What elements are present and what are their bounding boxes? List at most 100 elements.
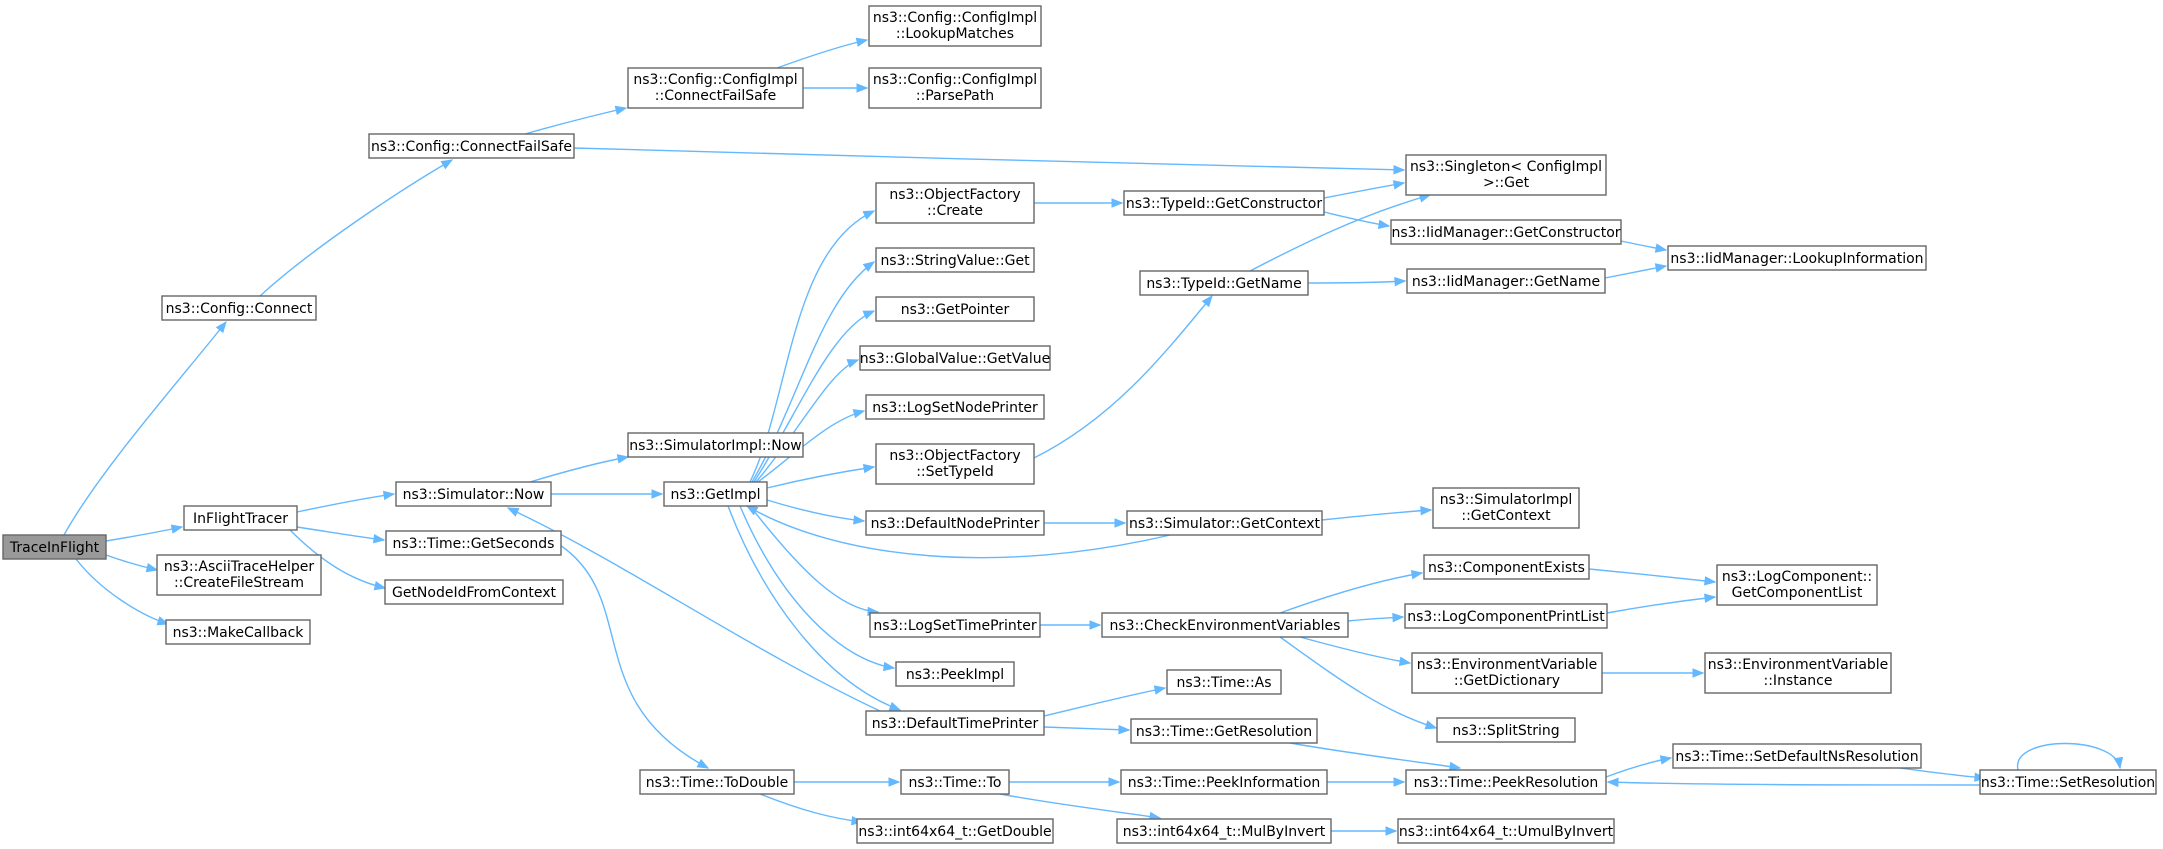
node-getnodeidfromcontext[interactable]: GetNodeIdFromContext [384, 579, 564, 605]
edge-line [296, 493, 395, 513]
node-box [1397, 818, 1615, 844]
arrowhead [614, 105, 628, 115]
node-box [1979, 769, 2157, 795]
edge-simulator-getcontext-to-simulatorimpl-getcontext [1321, 505, 1433, 521]
edge-line [1321, 509, 1432, 521]
node-inflighttracer[interactable]: InFlightTracer [183, 505, 298, 531]
node-globalvalue-getvalue[interactable]: ns3::GlobalValue::GetValue [859, 345, 1051, 371]
node-box [395, 481, 552, 507]
node-logcomponentprintlist[interactable]: ns3::LogComponentPrintList [1404, 603, 1608, 629]
edge-getimpl-to-objectfactory-settypeid [766, 463, 876, 489]
arrowhead [888, 701, 902, 711]
edge-line [559, 544, 709, 769]
node-componentexists[interactable]: ns3::ComponentExists [1423, 554, 1590, 580]
node-time-peekinformation[interactable]: ns3::Time::PeekInformation [1120, 769, 1328, 795]
edge-line [105, 526, 183, 542]
node-splitstring[interactable]: ns3::SplitString [1436, 717, 1576, 743]
node-box [1390, 219, 1622, 245]
node-ascii-createfilestream[interactable]: ns3::AsciiTraceHelper::CreateFileStream [156, 554, 322, 596]
node-traceinflight[interactable]: TraceInFlight [2, 534, 107, 560]
edge-envvar-getdictionary-to-envvar-instance [1602, 668, 1705, 678]
node-getpointer[interactable]: ns3::GetPointer [875, 296, 1035, 322]
node-config-connectfailsafe[interactable]: ns3::Config::ConnectFailSafe [368, 133, 575, 159]
node-objectfactory-settypeid[interactable]: ns3::ObjectFactory::SetTypeId [875, 443, 1035, 485]
node-box [1101, 612, 1349, 638]
node-label: ns3::EnvironmentVariable [1417, 657, 1598, 673]
node-int64-mulbyinvert[interactable]: ns3::int64x64_t::MulByInvert [1116, 818, 1332, 844]
node-time-peekresolution[interactable]: ns3::Time::PeekResolution [1405, 769, 1607, 795]
node-time-setresolution[interactable]: ns3::Time::SetResolution [1979, 769, 2157, 795]
edge-line [766, 499, 865, 522]
node-label: ns3::Config::Connect [166, 301, 313, 317]
node-configimpl-connectfailsafe[interactable]: ns3::Config::ConfigImpl::ConnectFailSafe [627, 67, 804, 109]
edge-objectfactory-create-to-typeid-getconstructor [1034, 198, 1124, 208]
node-box [1716, 564, 1878, 606]
node-configimpl-lookupmatches[interactable]: ns3::Config::ConfigImpl::LookupMatches [868, 5, 1042, 47]
edge-line [1588, 568, 1716, 583]
node-envvar-getdictionary[interactable]: ns3::EnvironmentVariable::GetDictionary [1411, 652, 1603, 694]
node-getimpl[interactable]: ns3::GetImpl [663, 481, 768, 507]
edge-iidmanager-getconstructor-to-iidmanager-lookupinformation [1620, 240, 1668, 253]
node-stringvalue-get[interactable]: ns3::StringValue::Get [875, 247, 1035, 273]
edge-line [1033, 295, 1213, 459]
node-box [875, 443, 1035, 485]
node-iidmanager-lookupinformation[interactable]: ns3::IidManager::LookupInformation [1667, 245, 1927, 271]
node-checkenvironmentvariables[interactable]: ns3::CheckEnvironmentVariables [1101, 612, 1349, 638]
node-peekimpl[interactable]: ns3::PeekImpl [895, 661, 1015, 687]
node-defaulttimeprinter[interactable]: ns3::DefaultTimePrinter [865, 710, 1045, 736]
node-label: ns3::LogComponentPrintList [1407, 609, 1605, 625]
edge-time-todouble-to-int64-getdouble [759, 793, 864, 826]
node-time-as[interactable]: ns3::Time::As [1166, 669, 1282, 695]
edge-traceinflight-to-inflighttracer [105, 524, 184, 542]
node-objectfactory-create[interactable]: ns3::ObjectFactory::Create [875, 182, 1035, 224]
edge-line [1279, 636, 1437, 729]
edge-getimpl-to-peekimpl [739, 505, 896, 672]
node-iidmanager-getname[interactable]: ns3::IidManager::GetName [1406, 268, 1606, 294]
node-simulatorimpl-getcontext[interactable]: ns3::SimulatorImpl::GetContext [1432, 487, 1580, 529]
node-label: ns3::SimulatorImpl [1440, 492, 1573, 508]
node-config-connect[interactable]: ns3::Config::Connect [161, 295, 317, 321]
node-label: ns3::GlobalValue::GetValue [860, 351, 1050, 367]
node-envvar-instance[interactable]: ns3::EnvironmentVariable::Instance [1704, 652, 1892, 694]
node-time-setdefaultnsresolution[interactable]: ns3::Time::SetDefaultNsResolution [1672, 743, 1922, 769]
node-time-getseconds[interactable]: ns3::Time::GetSeconds [385, 530, 562, 556]
node-box [1672, 743, 1922, 769]
arrowhead [856, 83, 869, 93]
edge-traceinflight-to-config-connect [63, 320, 227, 536]
node-time-getresolution[interactable]: ns3::Time::GetResolution [1130, 718, 1318, 744]
node-box [1405, 154, 1607, 196]
node-makecallback[interactable]: ns3::MakeCallback [165, 619, 311, 645]
arrowhead [1377, 219, 1391, 229]
node-logsetnodeprinter[interactable]: ns3::LogSetNodePrinter [865, 394, 1045, 420]
edge-line [1606, 596, 1716, 614]
node-iidmanager-getconstructor[interactable]: ns3::IidManager::GetConstructor [1390, 219, 1622, 245]
node-label: ns3::Time::GetSeconds [393, 536, 555, 552]
node-int64-getdouble[interactable]: ns3::int64x64_t::GetDouble [856, 818, 1054, 844]
node-simulator-getcontext[interactable]: ns3::Simulator::GetContext [1126, 510, 1323, 536]
node-singleton-get[interactable]: ns3::Singleton< ConfigImpl >::Get [1405, 154, 1607, 196]
node-box [663, 481, 768, 507]
node-time-to[interactable]: ns3::Time::To [900, 769, 1010, 795]
node-label: ns3::Simulator::GetContext [1129, 516, 1321, 532]
node-defaultnodeprinter[interactable]: ns3::DefaultNodePrinter [865, 510, 1045, 536]
edge-typeid-getname-to-iidmanager-getname [1307, 276, 1407, 287]
node-simulatorimpl-now[interactable]: ns3::SimulatorImpl::Now [627, 432, 804, 458]
arrowhead [1704, 576, 1717, 586]
call-graph-nodes: TraceInFlight ns3::Config::ConnectInFligh… [2, 5, 2157, 844]
arrowhead [1111, 198, 1124, 208]
node-label: ns3::TypeId::GetConstructor [1126, 196, 1322, 212]
node-typeid-getname[interactable]: ns3::TypeId::GetName [1139, 270, 1309, 296]
node-logsettimeprinter[interactable]: ns3::LogSetTimePrinter [869, 612, 1041, 638]
arrowhead [846, 359, 860, 368]
arrowhead [1153, 685, 1167, 695]
node-typeid-getconstructor[interactable]: ns3::TypeId::GetConstructor [1123, 190, 1325, 216]
node-configimpl-parsepath[interactable]: ns3::Config::ConfigImpl::ParsePath [868, 67, 1042, 109]
node-int64-umulbyinvert[interactable]: ns3::int64x64_t::UmulByInvert [1397, 818, 1615, 844]
node-box [865, 510, 1045, 536]
node-logcomponent-getcomponentlist[interactable]: ns3::LogComponent::GetComponentList [1716, 564, 1878, 606]
arrowhead [1089, 620, 1102, 630]
node-simulator-now[interactable]: ns3::Simulator::Now [395, 481, 552, 507]
edge-inflighttracer-to-simulator-now [296, 490, 396, 513]
arrowhead [1704, 593, 1717, 603]
node-time-todouble[interactable]: ns3::Time::ToDouble [639, 769, 795, 795]
